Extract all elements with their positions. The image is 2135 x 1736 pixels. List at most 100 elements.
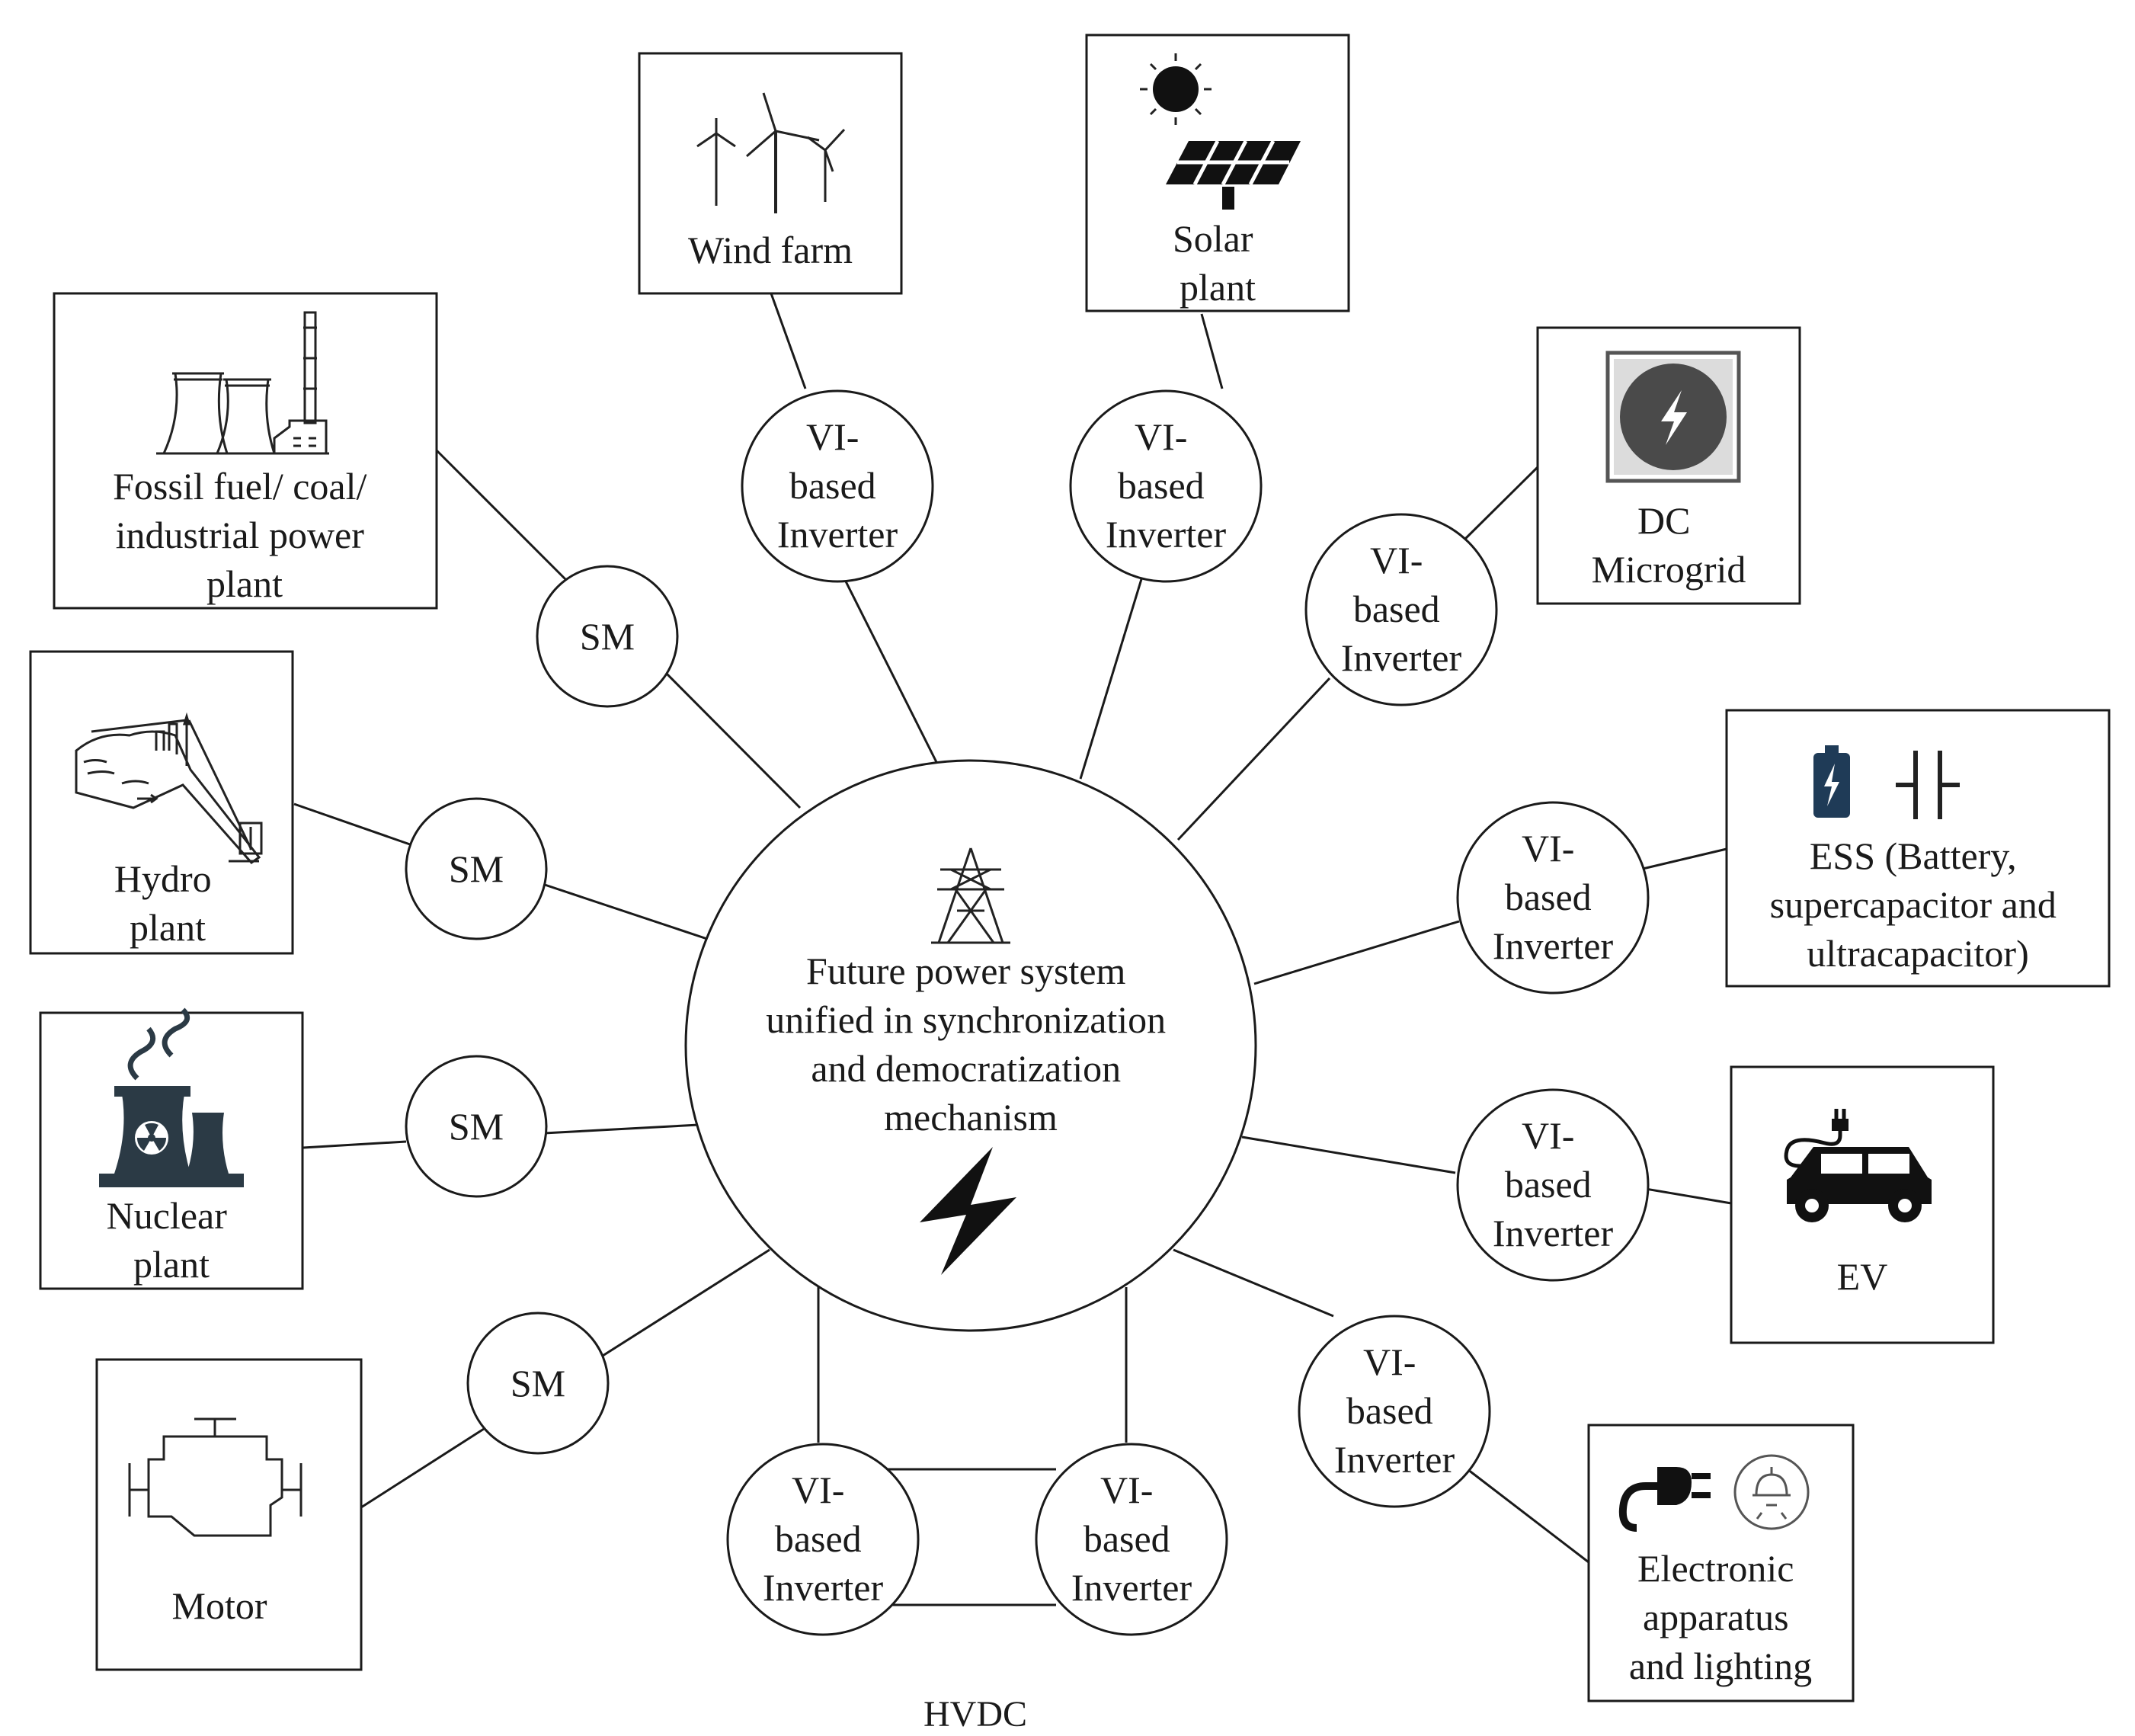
inverter-label: based — [1353, 588, 1440, 630]
motor-box: Motor — [95, 1358, 363, 1671]
svg-text:EV: EV — [1837, 1255, 1888, 1298]
wind-turbine-icon — [696, 92, 846, 213]
nuclear-plant-icon — [99, 1007, 244, 1187]
svg-text:ESS (Battery, supercapac: ESS (Battery, supercapacitor and ultraca… — [1770, 834, 2066, 975]
electronic-label: Electronic — [1637, 1547, 1794, 1590]
inverter-label: Inverter — [1341, 636, 1462, 679]
vi-inverter-node: VI- based Inverter — [1069, 389, 1263, 583]
vi-inverter-node: VI- based Inverter — [1456, 801, 1650, 995]
hydro-plant-label: plant — [130, 906, 206, 949]
nuclear-plant-label: Nuclear — [107, 1194, 228, 1237]
svg-text:Electronic apparatus: Electronic apparatus and lighting — [1629, 1547, 1812, 1687]
hydro-dam-icon — [75, 712, 263, 864]
svg-text:VI- based Inverter: VI- based Inverter — [1106, 415, 1227, 556]
svg-text:VI- based Inverter: VI- based Inverter — [1071, 1469, 1192, 1609]
solar-plant-box: Solar plant — [1085, 34, 1350, 312]
hydro-plant-label: Hydro — [114, 857, 212, 900]
svg-text:VI- based Inverter: VI- based Inverter — [777, 415, 898, 556]
lamp-icon — [1733, 1454, 1810, 1530]
solar-plant-label: plant — [1180, 266, 1256, 309]
sm-node: SM — [466, 1312, 610, 1455]
sm-label: SM — [580, 615, 635, 658]
wind-farm-box: Wind farm — [638, 52, 903, 295]
transmission-tower-icon — [931, 847, 1010, 944]
svg-text:VI- based Inverter: VI- based Inverter — [1493, 827, 1614, 967]
inverter-label: based — [789, 464, 876, 507]
battery-icon — [1813, 745, 1850, 818]
inverter-label: VI- — [1135, 415, 1187, 458]
vi-inverter-node: VI- based Inverter — [1298, 1315, 1491, 1508]
vi-inverter-node: VI- based Inverter — [741, 389, 934, 583]
inverter-label: VI- — [1100, 1469, 1153, 1511]
dc-microgrid-label: Microgrid — [1592, 548, 1746, 591]
inverter-label: VI- — [792, 1469, 844, 1511]
inverter-label: Inverter — [1071, 1566, 1192, 1609]
svg-text:Fossil fuel/ coal/ indus: Fossil fuel/ coal/ industrial power plan… — [113, 465, 376, 605]
ess-label: ultracapacitor) — [1807, 932, 2028, 975]
ev-box: EV — [1730, 1065, 1995, 1344]
electronic-label: and lighting — [1629, 1645, 1812, 1687]
plug-icon — [1618, 1467, 1711, 1532]
inverter-label: based — [1505, 876, 1592, 918]
center-label-line: Future power system — [806, 950, 1125, 992]
sm-node: SM — [405, 797, 548, 940]
inverter-label: VI- — [1522, 827, 1574, 870]
center-label-line: mechanism — [884, 1096, 1058, 1139]
lightning-bolt-icon — [920, 1147, 1016, 1275]
inverter-label: VI- — [806, 415, 859, 458]
center-label-line: and democratization — [811, 1047, 1121, 1090]
fossil-plant-box: Fossil fuel/ coal/ industrial power plan… — [53, 292, 438, 610]
inverter-label: based — [1346, 1389, 1433, 1432]
vi-inverter-node: VI- based Inverter — [1304, 513, 1498, 706]
inverter-label: Inverter — [1493, 1212, 1614, 1254]
inverter-label: based — [1118, 464, 1205, 507]
solar-plant-label: Solar — [1173, 217, 1253, 260]
dc-microgrid-box: DC Microgrid — [1536, 326, 1801, 605]
svg-text:Nuclear plant: Nuclear plant — [107, 1194, 237, 1286]
inverter-label: based — [775, 1517, 862, 1560]
inverter-label: Inverter — [763, 1566, 884, 1609]
svg-text:Solar plant: Solar plant — [1173, 217, 1263, 309]
sm-label: SM — [449, 847, 504, 890]
engine-icon — [128, 1417, 302, 1537]
capacitor-icon — [1896, 751, 1960, 819]
inverter-label: Inverter — [1493, 924, 1614, 967]
inverter-label: based — [1505, 1163, 1592, 1206]
nuclear-plant-label: plant — [133, 1243, 210, 1286]
inverter-label: Inverter — [1106, 513, 1227, 556]
wind-farm-label: Wind farm — [688, 229, 853, 271]
nuclear-plant-box: Nuclear plant — [39, 1007, 304, 1290]
sun-and-solar-panel-icon — [1140, 53, 1301, 210]
inverter-label: VI- — [1363, 1340, 1416, 1383]
svg-text:Future power system unif: Future power system unified in synchroni… — [766, 950, 1175, 1139]
ev-label: EV — [1837, 1255, 1888, 1298]
hydro-plant-box: Hydro plant — [29, 650, 294, 955]
inverter-label: Inverter — [777, 513, 898, 556]
electronic-label: apparatus — [1643, 1596, 1789, 1638]
fossil-plant-label: industrial power — [116, 514, 365, 556]
connection-lines — [293, 293, 1732, 1606]
svg-text:VI- based Inverter: VI- based Inverter — [1341, 539, 1462, 679]
fossil-plant-label: Fossil fuel/ coal/ — [113, 465, 367, 508]
inverter-label: VI- — [1370, 539, 1423, 581]
vi-inverter-node: VI- based Inverter — [1456, 1088, 1650, 1282]
vi-inverter-node: VI- based Inverter — [726, 1443, 920, 1636]
electric-car-icon — [1784, 1109, 1932, 1222]
ess-label: ESS (Battery, — [1810, 834, 2017, 877]
center-label-line: unified in synchronization — [766, 998, 1166, 1041]
inverter-label: Inverter — [1334, 1438, 1455, 1481]
ess-label: supercapacitor and — [1770, 883, 2057, 926]
svg-text:VI- based Inverter: VI- based Inverter — [1493, 1114, 1614, 1254]
sm-label: SM — [449, 1105, 504, 1148]
inverter-label: VI- — [1522, 1114, 1574, 1157]
svg-text:DC Microgrid: DC Microgrid — [1592, 499, 1746, 591]
vi-inverter-node: VI- based Inverter — [1035, 1443, 1228, 1636]
svg-text:VI- based Inverter: VI- based Inverter — [763, 1469, 884, 1609]
inverter-label: based — [1084, 1517, 1170, 1560]
central-power-system: Future power system unified in synchroni… — [684, 759, 1257, 1332]
dc-microgrid-icon — [1605, 351, 1741, 483]
hvdc-label: HVDC — [923, 1694, 1027, 1734]
svg-text:VI- based Inverter: VI- based Inverter — [1334, 1340, 1455, 1481]
svg-text:Motor: Motor — [172, 1584, 267, 1627]
